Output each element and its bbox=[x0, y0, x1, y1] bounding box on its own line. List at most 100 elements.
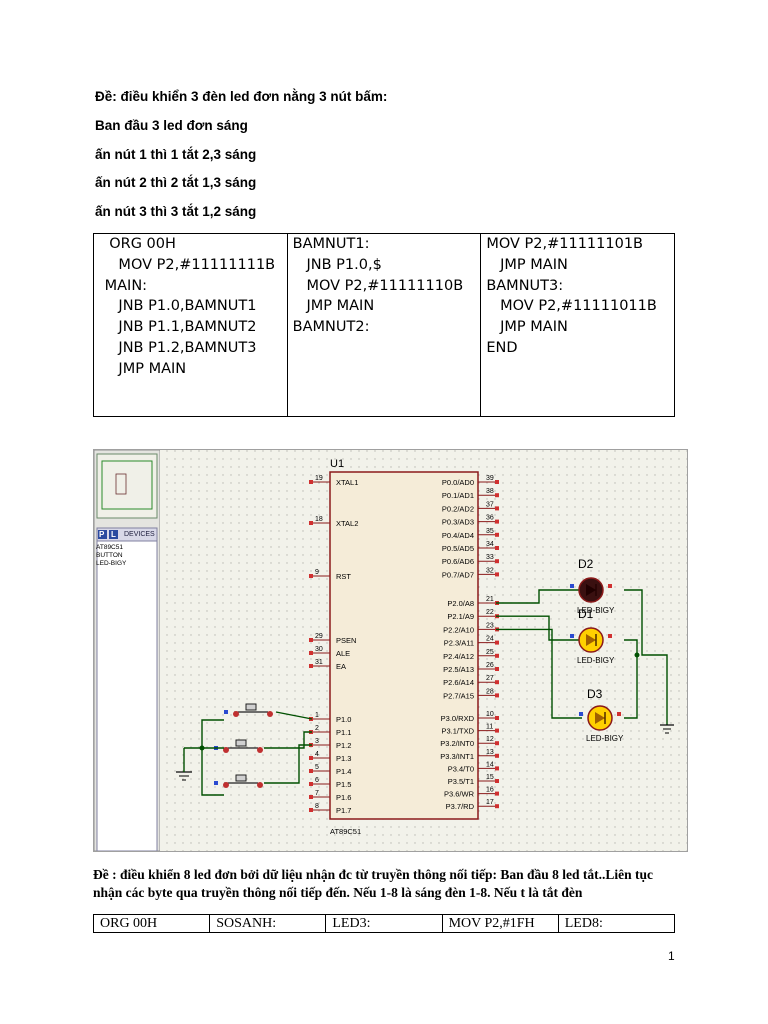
pin-number: 28 bbox=[486, 688, 494, 695]
pin-number: 19 bbox=[315, 475, 323, 482]
pin-number: 14 bbox=[486, 761, 494, 768]
task2-text: Đề : điều khiển 8 led đơn bởi dữ liệu nh… bbox=[93, 867, 653, 900]
pin-number: 5 bbox=[315, 764, 319, 771]
pin-marker bbox=[495, 546, 499, 550]
code2-cell: LED8: bbox=[557, 914, 676, 933]
pin-marker bbox=[495, 480, 499, 484]
code-line: MOV P2,#11111011B bbox=[486, 298, 657, 315]
pin-marker bbox=[495, 667, 499, 671]
wire-btn2 bbox=[264, 731, 312, 749]
wire-btn3 bbox=[264, 744, 312, 784]
tab-l-label[interactable]: L bbox=[111, 530, 116, 539]
code-line: ORG 00H bbox=[100, 236, 176, 252]
pin-name: P0.6/AD6 bbox=[442, 557, 474, 566]
pin-number: 33 bbox=[486, 554, 494, 561]
pin-name: P3.6/WR bbox=[444, 790, 475, 799]
code-column-1: ORG 00H MOV P2,#11111111B MAIN: JNB P1.0… bbox=[93, 233, 288, 417]
task1-title: Đề: điều khiển 3 đèn led đơn nằng 3 nút … bbox=[95, 89, 388, 104]
button-contact bbox=[233, 711, 239, 717]
pin-marker bbox=[309, 756, 313, 760]
pin-number: 31 bbox=[315, 659, 323, 666]
task1-line-2: ấn nút 1 thì 1 tắt 2,3 sáng bbox=[95, 147, 257, 162]
device-item[interactable]: LED-BIGY bbox=[96, 560, 127, 567]
pin-name: P1.1 bbox=[336, 728, 351, 737]
pin-marker bbox=[309, 638, 313, 642]
led-part: LED-BIGY bbox=[586, 734, 624, 743]
pin-name: EA bbox=[336, 662, 346, 671]
code-line: JMP MAIN bbox=[486, 319, 568, 336]
wire-btn1 bbox=[275, 711, 313, 720]
wire-common bbox=[624, 589, 668, 725]
pin-name: P0.5/AD5 bbox=[442, 544, 474, 553]
device-item[interactable]: AT89C51 bbox=[96, 544, 123, 551]
pin-name: P2.5/A13 bbox=[443, 665, 474, 674]
wire-p2-2 bbox=[496, 628, 582, 719]
code-line: JNB P1.0,$ bbox=[292, 256, 382, 273]
pin-marker bbox=[309, 808, 313, 812]
pin-number: 13 bbox=[486, 749, 494, 756]
pin-marker bbox=[309, 795, 313, 799]
pin-marker bbox=[495, 766, 499, 771]
pin-name: P2.6/A14 bbox=[443, 678, 474, 687]
pin-number: 12 bbox=[486, 736, 494, 743]
led-diode-symbol bbox=[595, 712, 605, 724]
pin-marker bbox=[495, 741, 499, 746]
pin-marker bbox=[309, 782, 313, 786]
pin-name: P3.2/INT0 bbox=[440, 739, 474, 748]
pin-number: 34 bbox=[486, 541, 494, 548]
pin-name: P3.3/INT1 bbox=[440, 752, 474, 761]
pin-name: XTAL2 bbox=[336, 519, 358, 528]
pin-name: ALE bbox=[336, 649, 350, 658]
led-pin-marker bbox=[608, 584, 612, 588]
pin-name: P3.7/RD bbox=[446, 802, 475, 811]
pin-marker bbox=[309, 664, 313, 668]
code-line: JMP MAIN bbox=[486, 256, 568, 273]
led-pin-marker bbox=[579, 712, 583, 716]
device-item[interactable]: BUTTON bbox=[96, 552, 123, 559]
pin-marker bbox=[495, 728, 499, 733]
pin-marker bbox=[309, 521, 313, 525]
pin-number: 9 bbox=[315, 569, 319, 576]
overview-viewport bbox=[101, 460, 153, 510]
tab-p[interactable] bbox=[98, 530, 107, 539]
code-column-2: BAMNUT1: JNB P1.0,$ MOV P2,#11111110B JM… bbox=[286, 233, 482, 417]
pin-number: 11 bbox=[486, 724, 493, 731]
code-line: JNB P1.1,BAMNUT2 bbox=[100, 319, 257, 336]
pin-name: P1.3 bbox=[336, 754, 351, 763]
pin-marker bbox=[495, 572, 499, 577]
led-diode-symbol bbox=[586, 634, 596, 646]
pin-marker bbox=[309, 769, 313, 773]
pin-name: P3.0/RXD bbox=[441, 714, 475, 723]
page-number: 1 bbox=[668, 949, 675, 963]
pin-marker bbox=[495, 791, 499, 796]
code2-cell: MOV P2,#1FH bbox=[441, 914, 559, 933]
led-diode-symbol bbox=[586, 584, 596, 596]
pin-number: 1 bbox=[315, 712, 319, 719]
button-contact bbox=[267, 711, 273, 717]
pin-number: 21 bbox=[486, 596, 494, 603]
pin-name: P0.3/AD3 bbox=[442, 518, 474, 527]
code2-cell: SOSANH: bbox=[209, 914, 327, 933]
pin-marker bbox=[495, 680, 499, 685]
pin-marker bbox=[495, 493, 499, 498]
pin-marker bbox=[495, 653, 499, 658]
code2-cell: LED3: bbox=[325, 914, 443, 933]
wire-junction bbox=[634, 652, 640, 658]
pin-number: 15 bbox=[486, 774, 494, 781]
code-line: BAMNUT1: bbox=[292, 236, 370, 252]
tab-l[interactable] bbox=[109, 530, 118, 539]
task1-line-1: Ban đầu 3 led đơn sáng bbox=[95, 118, 248, 133]
pin-name: P2.2/A10 bbox=[443, 625, 474, 634]
pin-number: 22 bbox=[486, 609, 494, 616]
led-ref: D1 bbox=[578, 607, 594, 621]
button-contact bbox=[257, 747, 263, 753]
pin-marker bbox=[309, 480, 313, 484]
pin-number: 38 bbox=[486, 488, 494, 495]
code-line: MOV P2,#11111101B bbox=[486, 236, 643, 252]
pin-number: 32 bbox=[486, 567, 494, 574]
pin-name: P1.0 bbox=[336, 715, 351, 724]
tab-p-label[interactable]: P bbox=[99, 530, 105, 539]
pin-number: 25 bbox=[486, 649, 494, 656]
code-line: BAMNUT3: bbox=[486, 277, 564, 294]
